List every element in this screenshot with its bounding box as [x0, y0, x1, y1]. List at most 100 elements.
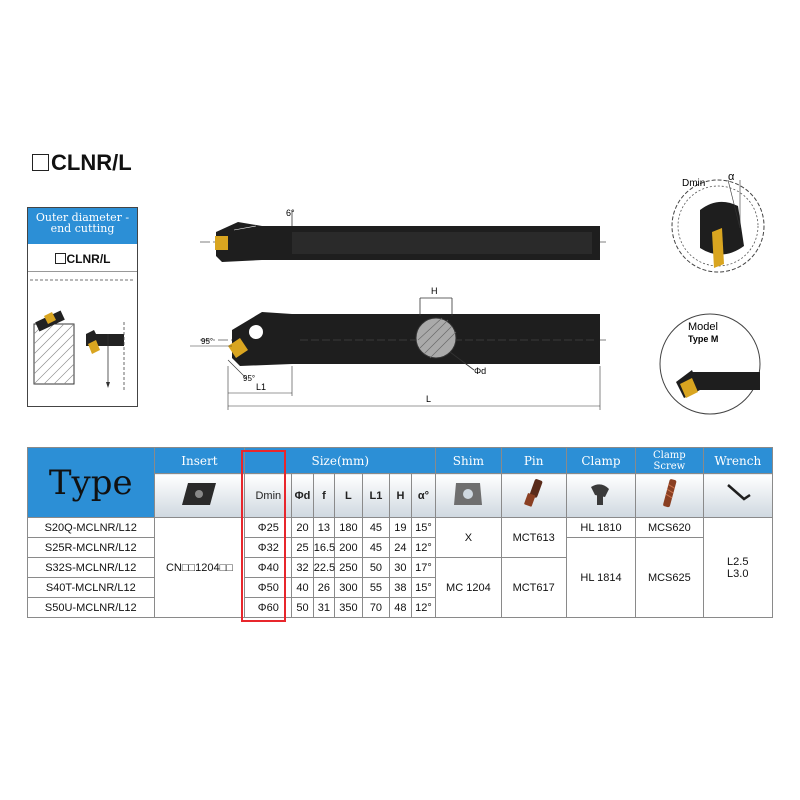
- d-cell: 25: [291, 537, 314, 558]
- l-cell: 200: [334, 537, 363, 558]
- model-cell: S32S-MCLNR/L12: [27, 557, 155, 578]
- clamp-cell: HL 1810: [565, 517, 637, 538]
- clamp-screw-header: Clamp Screw: [635, 447, 704, 474]
- angle-bottom-label: 95°: [243, 374, 255, 383]
- table-row: S32S-MCLNR/L12 Φ40 32 22.5 250 50 30 17°…: [27, 557, 773, 618]
- alpha-cell: 17°: [410, 557, 437, 578]
- checkbox-square-icon: [32, 154, 49, 171]
- dmin-cell: Φ60: [244, 597, 293, 618]
- l1-cell: 55: [361, 577, 391, 598]
- shim-cell: MC 1204: [435, 557, 502, 618]
- dmin-cell: Φ50: [244, 577, 293, 598]
- clamp-screw-image: [635, 473, 704, 518]
- alpha-label: α: [728, 171, 735, 183]
- wrench-header: Wrench: [702, 447, 774, 474]
- clamp-header: Clamp: [565, 447, 637, 474]
- pin-image: [500, 473, 567, 518]
- f-cell: 31: [312, 597, 336, 618]
- size-header: Size(mm): [244, 447, 437, 474]
- clamp-icon: [591, 484, 609, 505]
- wrench-image: [702, 473, 774, 518]
- pin-icon: [523, 479, 542, 507]
- alpha-cell: 12°: [410, 537, 437, 558]
- l-cell: 300: [334, 577, 363, 598]
- thumbnail-panel: Outer diameter - end cutting CLNR/L: [27, 207, 138, 407]
- shim-cell: X: [435, 517, 502, 558]
- model-label: Model: [688, 321, 718, 333]
- screw-icon: [663, 479, 677, 508]
- h-cell: 48: [389, 597, 412, 618]
- pin-header: Pin: [500, 447, 567, 474]
- insert-image: [153, 473, 246, 518]
- l1-cell: 70: [361, 597, 391, 618]
- model-cell: S50U-MCLNR/L12: [27, 597, 155, 618]
- f-cell: 16.5: [312, 537, 336, 558]
- page-title: CLNR/L: [32, 150, 132, 176]
- h-cell: 30: [389, 557, 412, 578]
- insert-cell: CN□□1204□□: [153, 517, 246, 618]
- clamp-image: [565, 473, 637, 518]
- tool-drawing: 6° H Φd 95° 95° L1 L: [190, 171, 765, 415]
- type-header: Type: [27, 447, 155, 518]
- d-cell: 40: [291, 577, 314, 598]
- title-text: CLNR/L: [51, 150, 132, 175]
- model-cell: S20Q-MCLNR/L12: [27, 517, 155, 538]
- spec-table: Type Insert Size(mm) Shim Pin Clamp Clam…: [27, 447, 774, 618]
- screw-cell: MCS620: [635, 517, 704, 538]
- shim-header: Shim: [435, 447, 502, 474]
- h-cell: 24: [389, 537, 412, 558]
- col-alpha-header: α°: [410, 473, 437, 518]
- alpha-cell: 15°: [410, 517, 437, 538]
- dmin-column-header: Dmin: [244, 473, 293, 518]
- wrench-icon: [726, 484, 751, 501]
- h-cell: 38: [389, 577, 412, 598]
- insert-header: Insert: [153, 447, 246, 474]
- thumbnail-diagram: [30, 279, 133, 392]
- table-row: S40T-MCLNR/L12 Φ50 40 26 300 55 38 15°: [27, 577, 773, 598]
- f-cell: 26: [312, 577, 336, 598]
- table-row: S20Q-MCLNR/L12 CN□□1204□□ Φ25 20 13 180 …: [27, 517, 774, 618]
- dim-d-label: Φd: [474, 366, 486, 376]
- angle-left-label: 95°: [201, 337, 213, 346]
- col-h-header: H: [389, 473, 412, 518]
- dim-l-label: L: [426, 394, 431, 404]
- dim-l1-label: L1: [256, 382, 266, 392]
- dmin-detail-view: Dmin α: [671, 171, 765, 273]
- boring-bar-side-view: H Φd 95° 95° L1 L: [190, 286, 608, 410]
- col-l-header: L: [334, 473, 363, 518]
- d-cell: 20: [291, 517, 314, 538]
- alpha-cell: 12°: [410, 597, 437, 618]
- screw-cell: MCS625: [635, 537, 704, 618]
- thumbnail-name: CLNR/L: [28, 244, 137, 272]
- col-l1-header: L1: [361, 473, 391, 518]
- f-cell: 22.5: [312, 557, 336, 578]
- shim-icon: [454, 483, 483, 505]
- dmin-cell: Φ25: [244, 517, 293, 538]
- d-cell: 50: [291, 597, 314, 618]
- model-cell: S25R-MCLNR/L12: [27, 537, 155, 558]
- thumbnail-header: Outer diameter - end cutting: [28, 208, 137, 244]
- checkbox-square-icon: [54, 253, 66, 264]
- dmin-cell: Φ32: [244, 537, 293, 558]
- l-cell: 350: [334, 597, 363, 618]
- angle-top-label: 6°: [286, 208, 295, 218]
- l1-cell: 45: [361, 537, 391, 558]
- col-d-header: Φd: [291, 473, 314, 518]
- pin-cell: MCT617: [500, 557, 567, 618]
- h-cell: 19: [389, 517, 412, 538]
- l-cell: 180: [334, 517, 363, 538]
- dmin-cell: Φ40: [244, 557, 293, 578]
- pin-cell: MCT613: [500, 517, 567, 558]
- dmin-detail-label: Dmin: [682, 178, 705, 189]
- table-row: S25R-MCLNR/L12 Φ32 25 16.5 200 45 24 12°…: [27, 537, 773, 618]
- col-f-header: f: [312, 473, 336, 518]
- insert-icon: [182, 483, 217, 505]
- shim-image: [435, 473, 502, 518]
- f-cell: 13: [312, 517, 336, 538]
- boring-bar-top-view: 6°: [200, 208, 608, 262]
- clamp-cell: HL 1814: [565, 537, 637, 618]
- l-cell: 250: [334, 557, 363, 578]
- alpha-cell: 15°: [410, 577, 437, 598]
- d-cell: 32: [291, 557, 314, 578]
